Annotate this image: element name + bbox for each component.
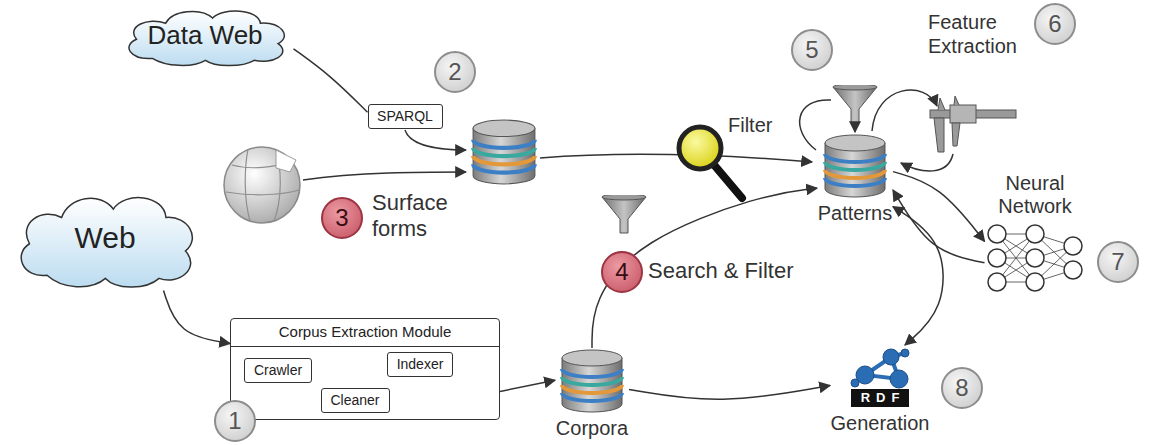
caliper-jaw xyxy=(952,123,960,146)
flow-connector xyxy=(893,190,985,263)
module-title: Corpus Extraction Module xyxy=(231,319,499,347)
database-node: Patterns xyxy=(817,133,893,225)
node-label: SPARQL xyxy=(377,108,433,125)
neuron xyxy=(1026,249,1044,267)
step-label: Feature Extraction xyxy=(928,10,1040,58)
globe-seams xyxy=(226,149,299,221)
node-label: Data Web xyxy=(147,20,262,51)
node-label: Generation xyxy=(831,411,930,435)
callout-number: 6 xyxy=(1034,3,1076,45)
node-label: Patterns xyxy=(818,201,892,225)
flow-connector xyxy=(592,188,817,348)
process-box: Cleaner xyxy=(321,388,390,413)
neuron xyxy=(1026,273,1044,291)
neural-network-icon xyxy=(985,218,1085,298)
callout-number: 5 xyxy=(791,29,833,71)
magnifier-handle xyxy=(715,166,742,198)
query-box: SPARQL xyxy=(368,104,443,129)
rdf-atom xyxy=(883,349,899,365)
flow-arrow xyxy=(540,154,812,162)
database-icon xyxy=(825,135,885,197)
neuron xyxy=(988,273,1006,291)
rdf-logo xyxy=(845,345,915,389)
neuron xyxy=(1064,261,1082,279)
callout-number: 2 xyxy=(434,51,476,93)
rdf-atom xyxy=(890,370,908,388)
rdf-atom xyxy=(901,349,909,357)
neuron xyxy=(1064,237,1082,255)
cloud-source: Web xyxy=(8,186,203,291)
node-label: Web xyxy=(74,220,135,256)
flow-connector xyxy=(294,49,368,112)
node-label: Indexer xyxy=(397,356,444,373)
flow-arrow xyxy=(405,130,466,150)
database-cylinder xyxy=(822,133,888,199)
rdf-generation-node: RDF Generation xyxy=(830,345,930,435)
neuron xyxy=(988,225,1006,243)
callout-number: 3 xyxy=(321,197,363,239)
cloud-shape xyxy=(128,11,283,66)
caliper-jaw xyxy=(934,118,944,152)
process-box: Crawler xyxy=(244,358,312,383)
missing-piece xyxy=(276,150,296,172)
caliper-upper-jaws xyxy=(938,96,959,110)
step-label: Surface forms xyxy=(372,190,472,243)
flow-connector xyxy=(893,172,985,242)
funnel-icon xyxy=(602,194,646,233)
loop-arrow xyxy=(872,90,937,131)
loop-arrow xyxy=(901,154,953,171)
cloud-shape xyxy=(21,197,192,286)
caliper-slider xyxy=(950,105,976,123)
globe-outline xyxy=(224,147,300,223)
funnel-icon xyxy=(833,84,877,123)
caliper-icon xyxy=(930,96,1016,152)
node-label: Neural Network xyxy=(985,172,1085,218)
loop-arrow xyxy=(854,122,856,132)
callout-number: 7 xyxy=(1097,241,1139,283)
callout-number: 8 xyxy=(941,367,983,409)
step-label: Search & Filter xyxy=(648,258,794,284)
flow-connector xyxy=(500,380,555,391)
magnifier-icon xyxy=(679,127,742,198)
flow-connector xyxy=(164,291,231,344)
module-box: Corpus Extraction ModuleCrawler IndexerCl… xyxy=(230,318,500,420)
node-label: Cleaner xyxy=(330,392,379,409)
database-icon xyxy=(562,350,622,412)
node-label: RDF xyxy=(851,389,909,407)
neuron xyxy=(988,249,1006,267)
wikipedia-globe xyxy=(224,147,300,223)
rdf-atom xyxy=(851,379,859,387)
cloud-source: Data Web xyxy=(117,4,294,68)
database-cylinder xyxy=(559,348,625,414)
magnifier-lens xyxy=(679,127,721,169)
neural-network-node: Neural Network xyxy=(985,172,1086,298)
callout-number: 4 xyxy=(601,251,643,293)
callout-number: 1 xyxy=(214,400,256,442)
database-icon xyxy=(473,120,535,184)
node-label: Crawler xyxy=(254,362,302,379)
step-label: Filter xyxy=(728,113,772,137)
process-box: Indexer xyxy=(387,352,453,377)
flow-connector xyxy=(629,386,830,400)
neuron xyxy=(1026,225,1044,243)
flow-arrow xyxy=(303,172,466,180)
database-node: Corpora xyxy=(555,348,629,440)
node-label: Corpora xyxy=(556,416,628,440)
